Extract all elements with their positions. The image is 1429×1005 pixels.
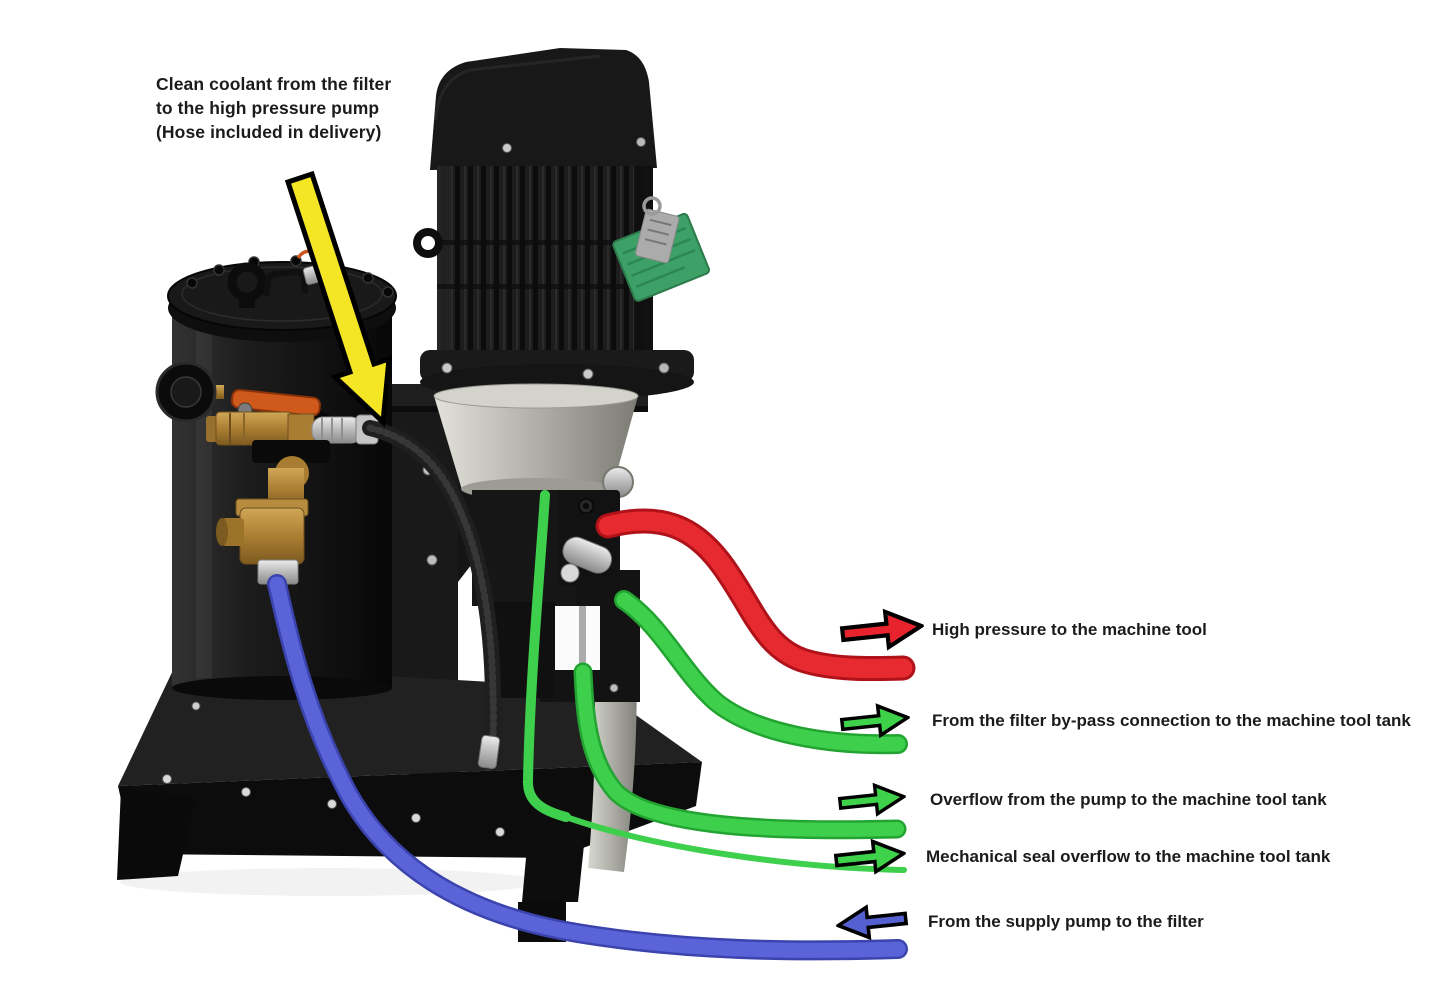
flow-label-text: High pressure to the machine tool [932, 620, 1207, 639]
pressure-gauge [155, 361, 224, 423]
tag-wire-loop [642, 196, 662, 216]
flow-label-seal-overflow: Mechanical seal overflow to the machine … [833, 834, 1331, 880]
flow-label-text: From the filter by-pass connection to th… [932, 711, 1411, 730]
flow-label-pump-overflow: Overflow from the pump to the machine to… [837, 777, 1327, 823]
arrow-left-icon [834, 902, 926, 942]
flow-label-high-pressure: High pressure to the machine tool [839, 607, 1207, 653]
braided-coupling [311, 416, 363, 444]
mechanical-seal-overflow-hose [523, 490, 907, 873]
motor-fins [437, 166, 653, 358]
fan-cover [430, 48, 657, 170]
black-suction-hose [362, 420, 502, 770]
ground-shadow [120, 868, 540, 896]
pump-bell-housing [433, 383, 639, 500]
pump-drain-fitting [562, 536, 613, 574]
flow-label-text: Mechanical seal overflow to the machine … [926, 847, 1331, 866]
pump-overflow-hose [573, 662, 907, 840]
flow-label-bypass: From the filter by-pass connection to th… [839, 698, 1411, 744]
flow-label-text: Overflow from the pump to the machine to… [930, 790, 1327, 809]
lid-handle [263, 268, 308, 297]
arrow-right-icon [839, 702, 930, 740]
motor-eyebolt [413, 228, 443, 258]
callout-note: Clean coolant from the filter to the hig… [156, 72, 391, 144]
arrow-right-icon [839, 608, 930, 652]
hose-end-fitting [477, 734, 501, 770]
electric-motor [413, 48, 710, 400]
note-line-3: (Hose included in delivery) [156, 122, 382, 142]
note-line-2: to the high pressure pump [156, 98, 380, 118]
bypass-hose [614, 590, 908, 755]
arrow-right-icon [837, 782, 928, 818]
arrow-right-icon [833, 838, 924, 875]
high-pressure-hose [595, 508, 916, 682]
flow-label-text: From the supply pump to the filter [928, 912, 1204, 931]
inlet-valve-assembly [216, 440, 330, 585]
flow-label-supply: From the supply pump to the filter [834, 899, 1204, 945]
tag-metal-label [635, 208, 680, 264]
blue-supply-hose [267, 574, 908, 961]
note-line-1: Clean coolant from the filter [156, 74, 392, 94]
yellow-callout-arrow [284, 170, 392, 428]
